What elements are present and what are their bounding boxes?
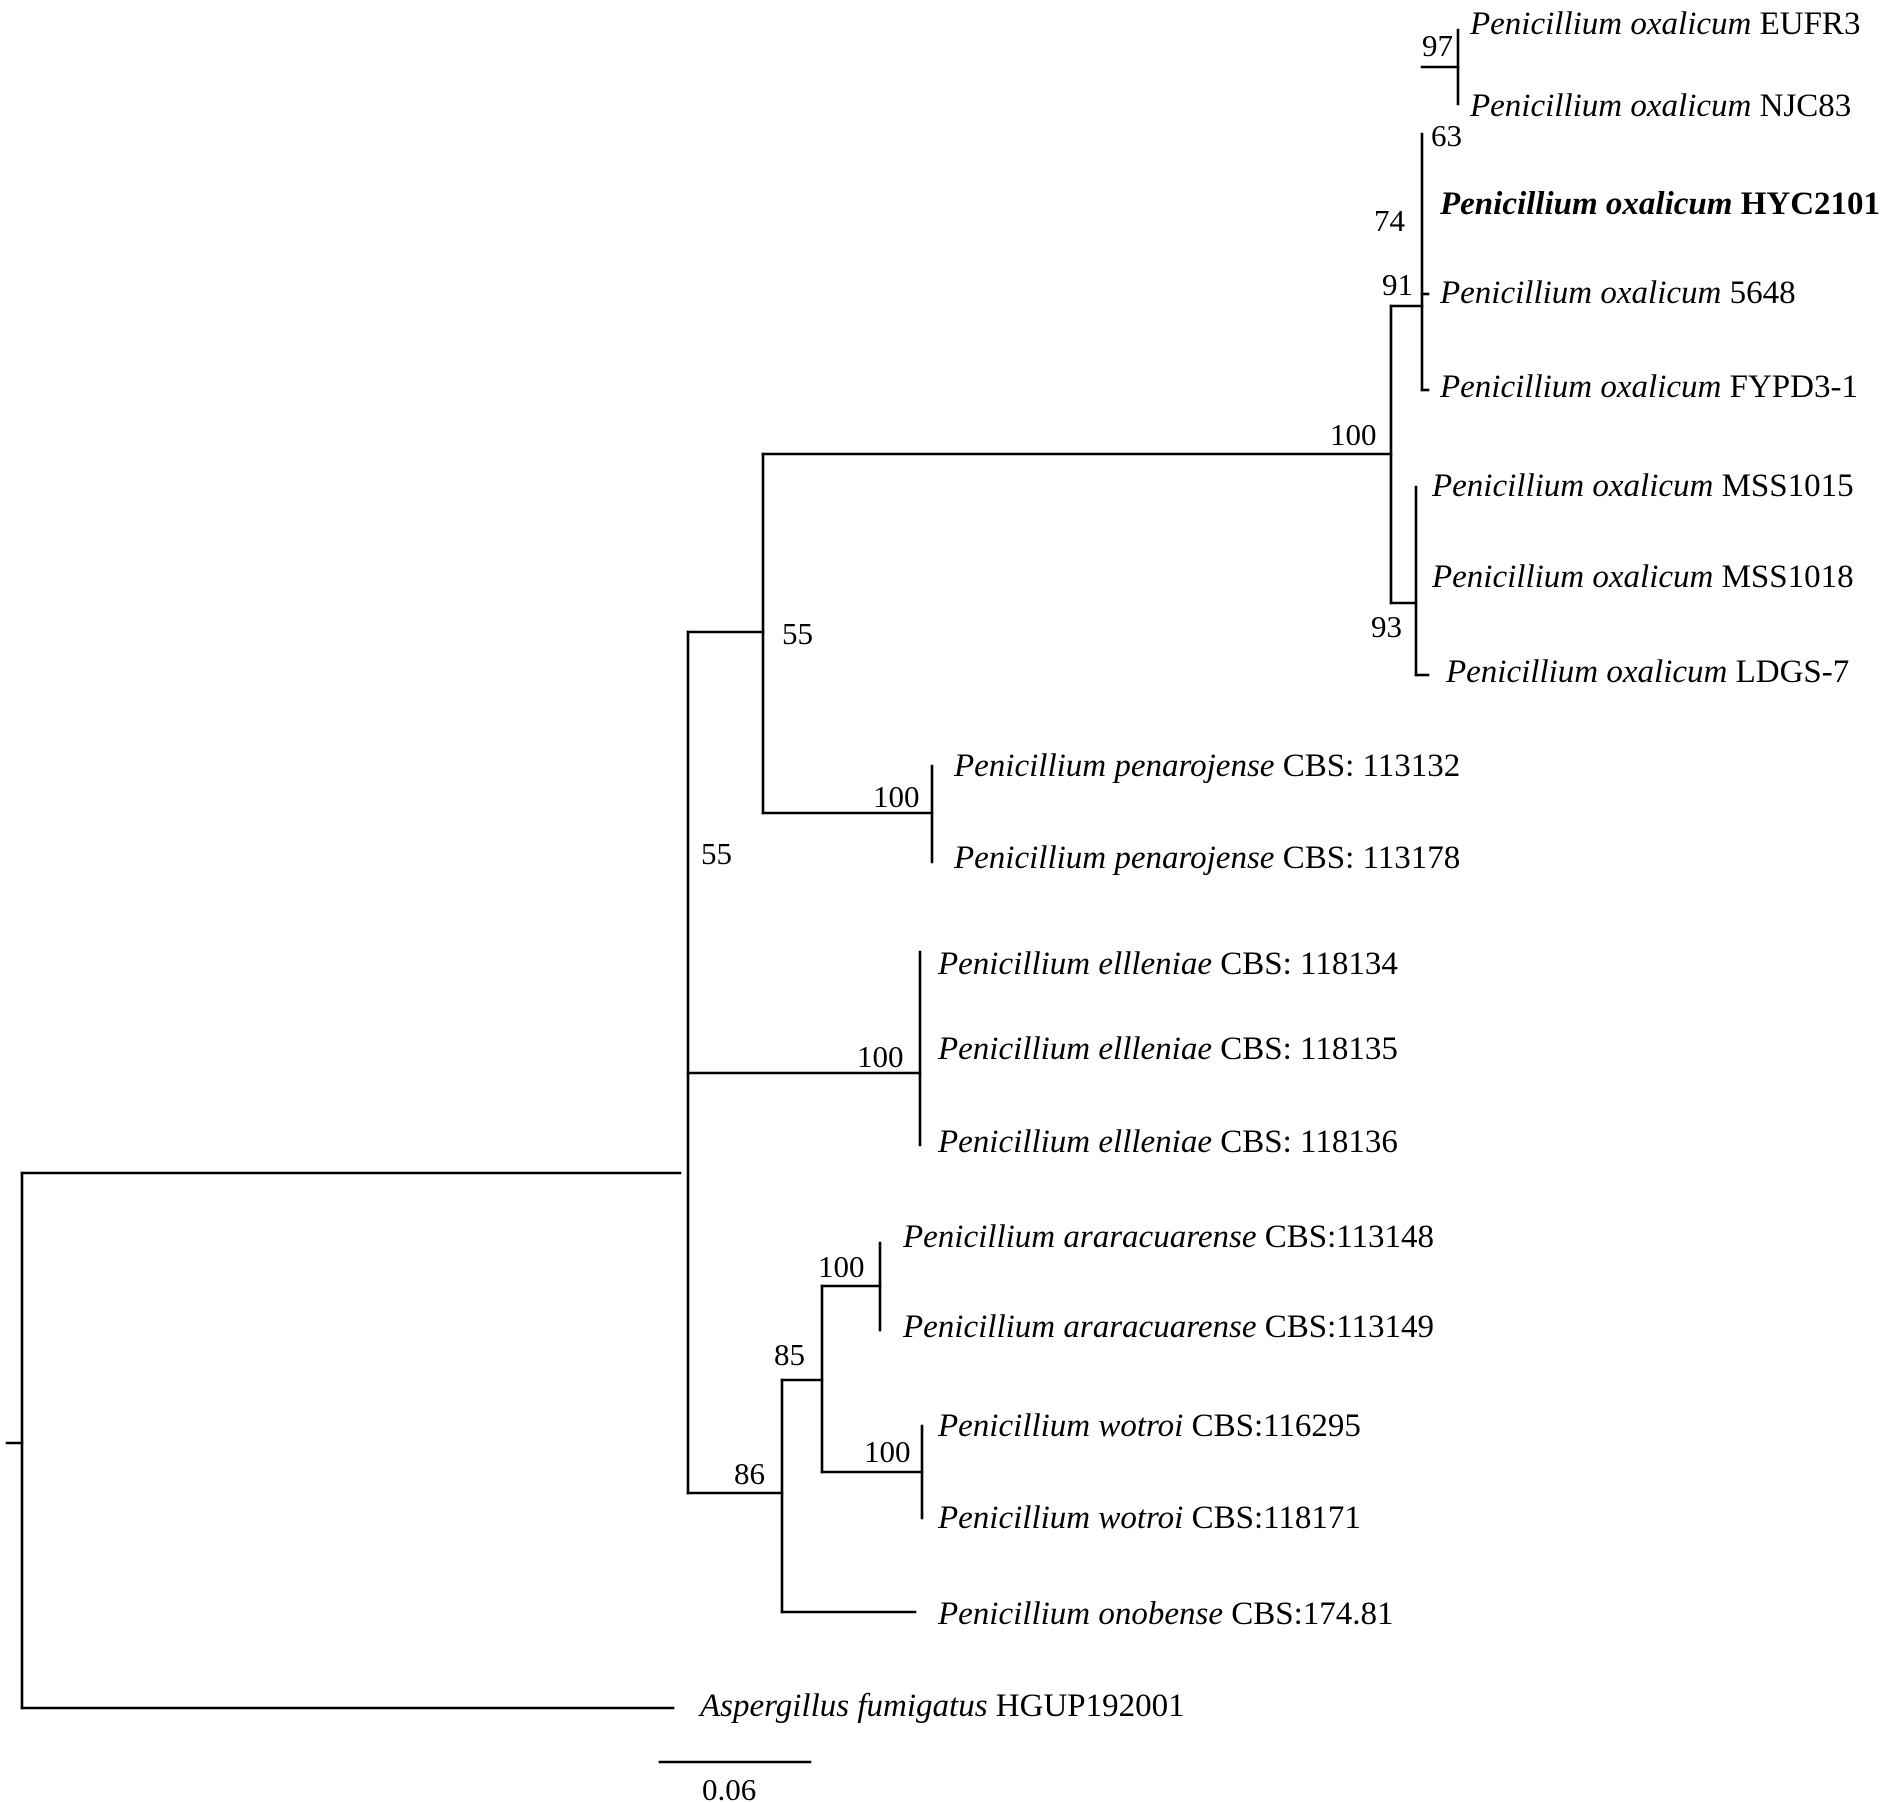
tree-branches <box>5 28 1460 1764</box>
support-value: 55 <box>701 836 732 871</box>
taxon-label: Penicillium wotroi CBS:118171 <box>937 1500 1361 1536</box>
taxon-label: Penicillium oxalicum FYPD3-1 <box>1439 369 1858 405</box>
taxon-label: Penicillium onobense CBS:174.81 <box>937 1596 1394 1632</box>
support-value: 85 <box>774 1337 805 1372</box>
support-value: 93 <box>1371 609 1402 644</box>
taxon-label: Penicillium penarojense CBS: 113178 <box>953 840 1460 876</box>
taxon-label: Penicillium araracuarense CBS:113148 <box>902 1219 1434 1255</box>
taxon-label: Penicillium oxalicum MSS1015 <box>1431 468 1854 504</box>
support-value: 100 <box>873 779 920 814</box>
support-values: 97 63 74 91 100 93 55 100 55 100 100 85 … <box>701 28 1462 1491</box>
support-value: 63 <box>1431 118 1462 153</box>
taxon-label: Penicillium ellleniae CBS: 118136 <box>937 1124 1398 1160</box>
support-value: 55 <box>782 616 813 651</box>
scale-bar-label: 0.06 <box>702 1772 756 1802</box>
taxon-label: Penicillium araracuarense CBS:113149 <box>902 1309 1434 1345</box>
taxon-label: Penicillium oxalicum 5648 <box>1439 275 1796 311</box>
support-value: 100 <box>857 1039 904 1074</box>
support-value: 100 <box>818 1249 865 1284</box>
taxon-labels: Penicillium oxalicum EUFR3 Penicillium o… <box>698 6 1880 1724</box>
support-value: 100 <box>1330 417 1377 452</box>
taxon-label: Penicillium ellleniae CBS: 118134 <box>937 946 1398 982</box>
taxon-label: Penicillium oxalicum MSS1018 <box>1431 559 1854 595</box>
taxon-label: Penicillium oxalicum EUFR3 <box>1469 6 1860 42</box>
taxon-label: Penicillium oxalicum NJC83 <box>1469 88 1851 124</box>
taxon-label: Penicillium ellleniae CBS: 118135 <box>937 1031 1398 1067</box>
taxon-label: Penicillium wotroi CBS:116295 <box>937 1408 1361 1444</box>
support-value: 100 <box>864 1434 911 1469</box>
taxon-label: Penicillium penarojense CBS: 113132 <box>953 748 1460 784</box>
support-value: 86 <box>734 1456 765 1491</box>
taxon-label-outgroup: Aspergillus fumigatus HGUP192001 <box>698 1688 1185 1724</box>
taxon-label-highlighted: Penicillium oxalicum HYC2101 <box>1439 186 1880 222</box>
support-value: 97 <box>1422 28 1453 63</box>
taxon-label: Penicillium oxalicum LDGS-7 <box>1445 654 1849 690</box>
support-value: 91 <box>1382 267 1413 302</box>
support-value: 74 <box>1374 203 1406 238</box>
